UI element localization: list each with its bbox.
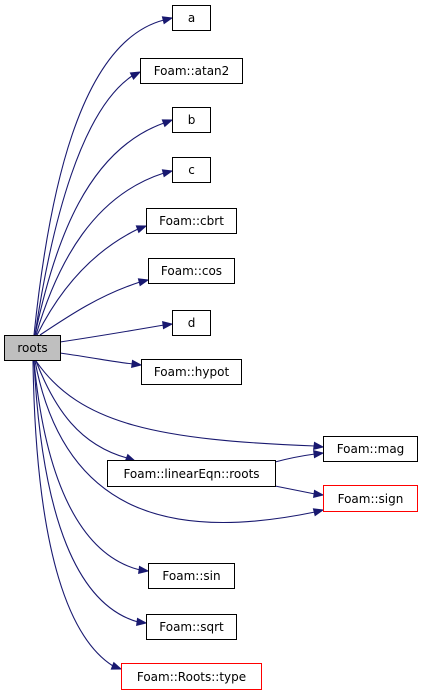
node-sign[interactable]: Foam::sign bbox=[323, 485, 418, 512]
node-sign-label: Foam::sign bbox=[338, 492, 404, 506]
edge-roots-to-a bbox=[33, 19, 165, 336]
edge-roots-to-hypot bbox=[59, 352, 134, 365]
edge-roots-to-rootstype bbox=[32, 360, 114, 667]
edge-roots-to-b bbox=[34, 122, 165, 336]
edges-layer bbox=[32, 16, 325, 670]
edge-roots-to-cbrt bbox=[36, 228, 139, 336]
edge-roots-to-cos bbox=[39, 281, 141, 336]
edge-linroots-to-mag bbox=[274, 453, 316, 463]
node-mag[interactable]: Foam::mag bbox=[323, 436, 418, 462]
arrowhead-linroots-to-sign bbox=[313, 489, 325, 499]
node-roots[interactable]: roots bbox=[4, 335, 61, 361]
node-a[interactable]: a bbox=[172, 5, 211, 31]
node-atan2[interactable]: Foam::atan2 bbox=[140, 58, 243, 84]
arrowhead-roots-to-cos bbox=[137, 278, 150, 287]
edge-roots-to-linroots bbox=[35, 360, 128, 459]
node-d[interactable]: d bbox=[172, 310, 211, 336]
node-linear-eqn-roots-label: Foam::linearEqn::roots bbox=[123, 467, 259, 481]
arrowhead-roots-to-sign bbox=[312, 508, 325, 517]
arrowhead-roots-to-hypot bbox=[131, 359, 143, 369]
node-b-label: b bbox=[188, 113, 196, 127]
node-atan2-label: Foam::atan2 bbox=[154, 64, 230, 78]
edge-linroots-to-sign bbox=[274, 485, 316, 495]
node-linear-eqn-roots[interactable]: Foam::linearEqn::roots bbox=[107, 460, 276, 487]
edge-roots-to-c bbox=[35, 172, 165, 336]
node-sqrt[interactable]: Foam::sqrt bbox=[146, 614, 237, 640]
edge-roots-to-mag bbox=[35, 360, 316, 447]
node-cbrt[interactable]: Foam::cbrt bbox=[146, 208, 237, 234]
edge-roots-to-sqrt bbox=[33, 360, 139, 623]
edge-roots-to-atan2 bbox=[34, 75, 133, 336]
edge-roots-to-d bbox=[59, 324, 165, 343]
edge-roots-to-sin bbox=[33, 360, 141, 571]
arrowhead-roots-to-mag bbox=[313, 441, 325, 451]
node-b[interactable]: b bbox=[172, 107, 211, 133]
node-roots-type-label: Foam::Roots::type bbox=[137, 670, 246, 684]
node-d-label: d bbox=[188, 316, 196, 330]
arrowhead-linroots-to-mag bbox=[313, 449, 325, 459]
node-a-label: a bbox=[188, 11, 195, 25]
node-cos[interactable]: Foam::cos bbox=[148, 258, 235, 284]
node-sin-label: Foam::sin bbox=[162, 569, 220, 583]
arrowhead-roots-to-d bbox=[162, 320, 174, 330]
arrowhead-roots-to-sin bbox=[138, 565, 150, 575]
arrowhead-roots-to-atan2 bbox=[129, 71, 142, 81]
node-cos-label: Foam::cos bbox=[161, 264, 222, 278]
node-sqrt-label: Foam::sqrt bbox=[159, 620, 224, 634]
arrowhead-roots-to-b bbox=[161, 119, 174, 128]
node-cbrt-label: Foam::cbrt bbox=[159, 214, 224, 228]
arrowhead-roots-to-rootstype bbox=[110, 661, 123, 670]
node-sin[interactable]: Foam::sin bbox=[148, 563, 235, 589]
node-hypot-label: Foam::hypot bbox=[154, 365, 230, 379]
arrowhead-roots-to-c bbox=[161, 169, 174, 178]
arrowhead-roots-to-sqrt bbox=[136, 617, 148, 627]
node-roots-type[interactable]: Foam::Roots::type bbox=[121, 663, 262, 690]
edge-roots-to-sign bbox=[34, 360, 316, 524]
node-c[interactable]: c bbox=[172, 157, 211, 183]
node-c-label: c bbox=[188, 163, 195, 177]
node-mag-label: Foam::mag bbox=[337, 442, 405, 456]
node-hypot[interactable]: Foam::hypot bbox=[141, 359, 242, 385]
arrowhead-roots-to-a bbox=[161, 16, 174, 25]
node-roots-label: roots bbox=[17, 341, 47, 355]
arrowhead-roots-to-cbrt bbox=[135, 225, 148, 234]
